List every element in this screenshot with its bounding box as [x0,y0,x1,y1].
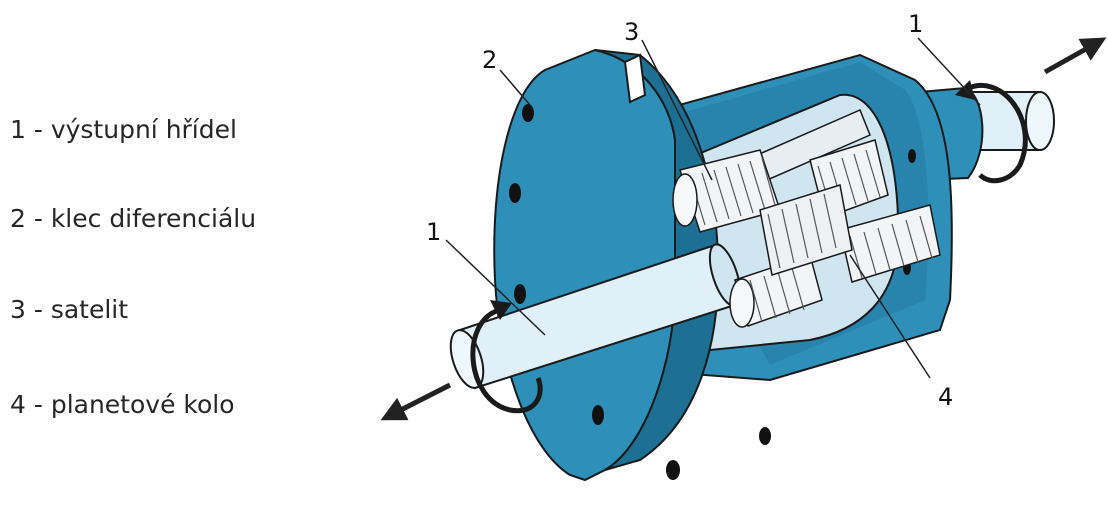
center-gear-mesh [759,184,853,276]
satellite-gear-right [839,204,941,283]
callout-1-right: 1 [908,10,923,38]
legend: 1 - výstupní hřídel 2 - klec diferenciál… [0,0,330,506]
legend-item-differential-cage: 2 - klec diferenciálu [10,204,257,233]
housing-flange [493,48,720,482]
callout-3: 3 [624,18,639,46]
callout-2: 2 [482,46,497,74]
callout-4: 4 [938,383,953,411]
rotation-arrow-icon [470,300,543,414]
differential-illustration: 1 2 3 1 4 [380,10,1107,482]
flange-bolt-holes [509,104,916,480]
legend-item-output-shaft: 1 - výstupní hřídel [10,115,237,144]
callout-leaders [445,37,981,379]
planet-gear-lower [729,254,823,328]
legend-item-satellite: 3 - satelit [10,295,129,324]
axial-arrow-icon [380,382,452,421]
legend-item-planet-gear: 4 - planetové kolo [10,390,235,419]
axial-arrow-icon [1043,37,1107,75]
callout-1-left: 1 [426,218,441,246]
